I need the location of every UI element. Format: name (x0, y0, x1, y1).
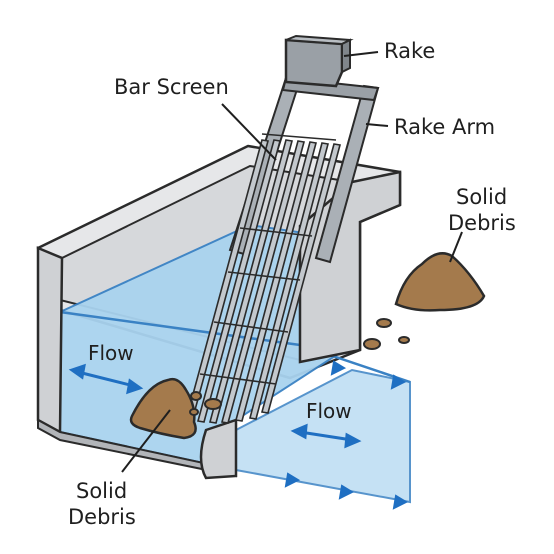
label-solid-debris-right-line2: Debris (448, 211, 516, 235)
debris-chunk (364, 339, 380, 349)
leader-debris-right (450, 232, 462, 262)
label-rake: Rake (384, 39, 435, 63)
debris-chunk (377, 319, 391, 327)
channel-front-wall-left (38, 248, 62, 432)
label-bar-screen: Bar Screen (114, 75, 229, 99)
debris-chunk (190, 409, 198, 415)
debris-chunk (399, 337, 409, 343)
debris-chunk (205, 399, 221, 409)
leader-rake-arm (366, 124, 388, 126)
weir-step (201, 420, 236, 478)
rake-head (286, 40, 342, 86)
label-solid-debris-right-line1: Solid (456, 185, 507, 209)
label-flow-left: Flow (88, 341, 134, 365)
debris-chunk (191, 392, 201, 400)
label-rake-arm: Rake Arm (394, 115, 495, 139)
label-solid-debris-bottom-line1: Solid (76, 479, 127, 503)
debris-pile-right (396, 253, 484, 310)
label-flow-right: Flow (306, 399, 352, 423)
label-solid-debris-bottom-line2: Debris (68, 505, 136, 529)
